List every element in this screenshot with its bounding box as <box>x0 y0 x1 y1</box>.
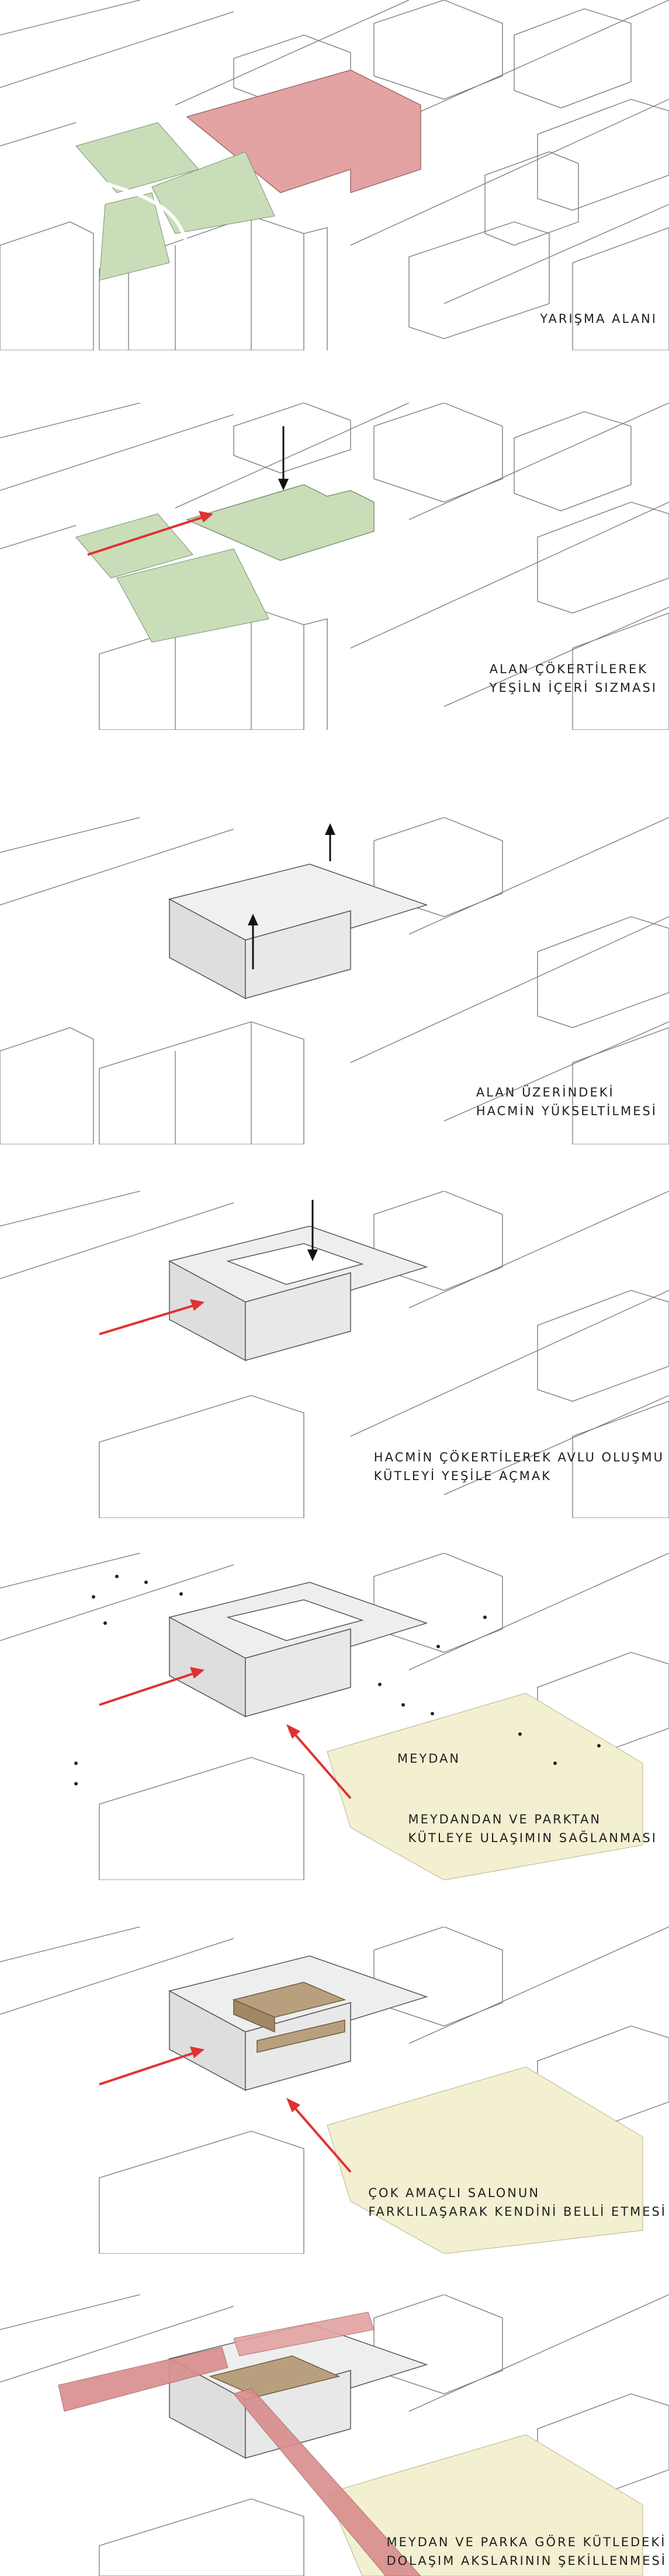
panel-caption: ÇOK AMAÇLI SALONUN FARKLILAŞARAK KENDİNİ… <box>368 2184 667 2221</box>
panel-caption: ALAN ÇÖKERTİLEREK YEŞİLN İÇERİ SIZMASI <box>490 660 657 697</box>
park-patch-2 <box>116 548 269 643</box>
diagram-panel-7: MEYDAN VE PARKA GÖRE KÜTLEDEKİ DOLAŞIM A… <box>0 2295 669 2576</box>
context-map-6 <box>0 1927 669 2254</box>
caption-line: KÜTLEYİ YEŞİLE AÇMAK <box>373 1469 552 1483</box>
green-flow-arrow <box>87 516 205 556</box>
circulation-axis-upper <box>233 2312 375 2356</box>
park-access-arrow <box>99 1672 196 1706</box>
diagram-panel-3: ALAN ÜZERİNDEKİ HACMİN YÜKSELTİLMESİ <box>0 817 669 1144</box>
caption-line: FARKLILAŞARAK KENDİNİ BELLİ ETMESİ <box>368 2205 667 2219</box>
panel-caption: YARIŞMA ALANI <box>540 309 657 328</box>
multipurpose-hall-top <box>209 2355 341 2397</box>
people-figures <box>74 1575 601 1785</box>
park-patch-3 <box>99 192 170 281</box>
context-map-5 <box>0 1553 669 1880</box>
caption-line: DOLAŞIM AKSLARININ ŞEKİLLENMESİ <box>386 2554 667 2568</box>
diagram-panel-2: ALAN ÇÖKERTİLEREK YEŞİLN İÇERİ SIZMASI <box>0 403 669 730</box>
circulation-axis-square <box>233 2387 421 2576</box>
park-access-arrowhead <box>190 1667 204 1679</box>
diagram-panel-6: ÇOK AMAÇLI SALONUN FARKLILAŞARAK KENDİNİ… <box>0 1927 669 2254</box>
square-access-arrowhead <box>286 2098 300 2112</box>
caption-line: HACMİN YÜKSELTİLMESİ <box>476 1104 657 1118</box>
caption-line: ALAN ÇÖKERTİLEREK <box>489 662 648 676</box>
courtyard-volume-side <box>245 1272 351 1361</box>
multipurpose-hall-band <box>256 2020 345 2053</box>
green-flow-arrowhead <box>199 511 213 523</box>
square-access-arrowhead <box>286 1724 300 1739</box>
context-map-4 <box>0 1191 669 1518</box>
raised-volume-side <box>245 910 351 999</box>
green-opening-arrow <box>99 1304 196 1335</box>
sunken-green-area <box>185 484 375 561</box>
caption-line: KÜTLEYE ULAŞIMIN SAĞLANMASI <box>408 1831 657 1845</box>
square-access-arrow <box>291 1730 352 1799</box>
caption-line: ALAN ÜZERİNDEKİ <box>476 1085 615 1099</box>
sink-courtyard-arrowhead <box>307 1249 318 1261</box>
courtyard-void <box>226 1243 364 1285</box>
context-map-2 <box>0 403 669 730</box>
caption-line: YEŞİLN İÇERİ SIZMASI <box>489 681 657 695</box>
context-map-7 <box>0 2295 669 2576</box>
square-area <box>327 2066 643 2254</box>
caption-line: HACMİN ÇÖKERTİLEREK AVLU OLUŞMU <box>373 1450 664 1464</box>
diagram-panel-4: HACMİN ÇÖKERTİLEREK AVLU OLUŞMU KÜTLEYİ … <box>0 1191 669 1518</box>
caption-line: MEYDANDAN VE PARKTAN <box>408 1812 602 1826</box>
context-map-3 <box>0 817 669 1144</box>
raise-arrowhead <box>248 914 258 925</box>
circulation-axis-park <box>58 2347 228 2412</box>
square-area <box>327 1693 643 1880</box>
caption-line: MEYDAN VE PARKA GÖRE KÜTLEDEKİ <box>386 2535 667 2549</box>
panel-caption: MEYDAN VE PARKA GÖRE KÜTLEDEKİ DOLAŞIM A… <box>386 2533 667 2570</box>
park-access-arrowhead <box>190 2046 204 2058</box>
park-access-arrow <box>99 2051 196 2086</box>
main-volume-void <box>226 1599 364 1641</box>
square-label: MEYDAN <box>397 1752 461 1766</box>
green-opening-arrowhead <box>190 1299 204 1311</box>
main-volume-side <box>245 1628 351 1717</box>
diagram-panel-1: YARIŞMA ALANI <box>0 0 669 350</box>
raise-arrowhead-2 <box>325 823 335 835</box>
park-patch-2 <box>151 151 275 234</box>
square-area <box>327 2434 643 2576</box>
panel-caption: HACMİN ÇÖKERTİLEREK AVLU OLUŞMU KÜTLEYİ … <box>374 1448 664 1485</box>
square-access-arrow <box>291 2104 352 2173</box>
panel-caption: ALAN ÜZERİNDEKİ HACMİN YÜKSELTİLMESİ <box>476 1083 657 1120</box>
context-map-1 <box>0 0 669 350</box>
multipurpose-hall-front <box>233 1999 275 2033</box>
diagram-panel-5: MEYDAN MEYDANDAN VE PARKTAN KÜTLEYE ULAŞ… <box>0 1553 669 1880</box>
caption-line: YARIŞMA ALANI <box>540 312 657 326</box>
caption-line: ÇOK AMAÇLI SALONUN <box>368 2186 540 2200</box>
panel-caption: MEYDANDAN VE PARKTAN KÜTLEYE ULAŞIMIN SA… <box>408 1810 657 1847</box>
sink-arrowhead <box>278 479 289 490</box>
